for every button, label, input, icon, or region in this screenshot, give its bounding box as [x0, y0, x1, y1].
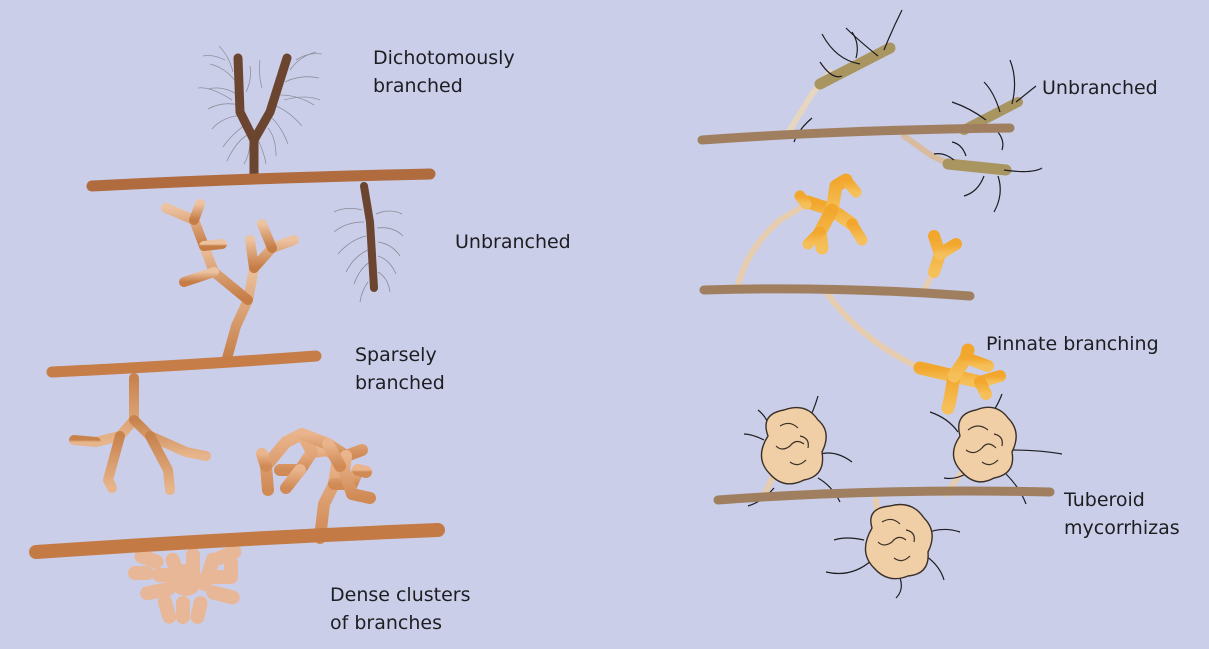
label-sparsely-branched: Sparsely branched: [355, 341, 445, 397]
tuber-upper-left: [761, 408, 826, 484]
label-dense-clusters: Dense clusters of branches: [330, 581, 471, 637]
pinnate-tip-middle: [934, 236, 956, 272]
pinnate-tip-lower: [920, 350, 1000, 408]
dense-cluster-upper: [262, 434, 370, 538]
tuberoid-root: [718, 394, 1062, 598]
label-dense-line2: of branches: [330, 609, 471, 637]
unbranched-left-branch: [364, 186, 374, 288]
label-dense-line1: Dense clusters: [330, 581, 471, 609]
label-tuberoid-line2: mycorrhizas: [1064, 514, 1180, 542]
label-sparsely-line2: branched: [355, 369, 445, 397]
mantle-upper-left: [820, 48, 890, 84]
pinnate-tip-upper: [800, 180, 862, 248]
label-dichotomously-line2: branched: [373, 72, 515, 100]
label-dichotomously-line1: Dichotomously: [373, 44, 515, 72]
label-pinnate-branching: Pinnate branching: [986, 330, 1159, 358]
label-tuberoid-line1: Tuberoid: [1064, 486, 1180, 514]
tuber-upper-right: [953, 407, 1016, 482]
tuber-lower: [865, 505, 932, 579]
pinnate-main-root: [704, 289, 970, 296]
unbranched-left-root: [334, 186, 403, 302]
unbranched-right-root: [702, 10, 1042, 212]
mantle-lower: [948, 164, 1006, 170]
pinnate-root: [704, 180, 1000, 408]
dense-cluster-lower: [128, 543, 244, 625]
label-unbranched-right: Unbranched: [1042, 74, 1158, 102]
label-dichotomously-branched: Dichotomously branched: [373, 44, 515, 100]
sparse-lower-branch: [96, 378, 134, 442]
label-sparsely-line1: Sparsely: [355, 341, 445, 369]
label-unbranched-left: Unbranched: [455, 228, 571, 256]
label-tuberoid-mycorrhizas: Tuberoid mycorrhizas: [1064, 486, 1180, 542]
tuberoid-main-root: [718, 491, 1050, 500]
dichotomous-main-root: [92, 174, 430, 186]
root-hairs-dichotomous: [198, 46, 322, 164]
sparse-main-root: [52, 356, 316, 372]
dichotomous-branch-left: [238, 58, 254, 175]
